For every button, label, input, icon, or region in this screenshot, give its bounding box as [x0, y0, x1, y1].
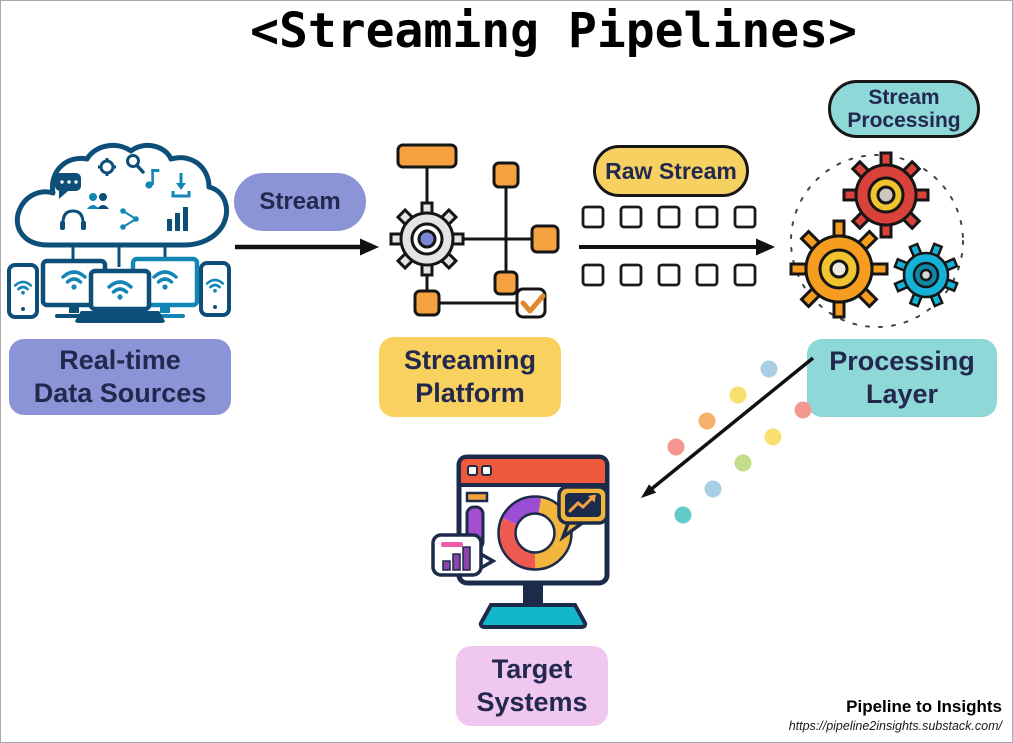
trend-bubble-icon — [557, 485, 609, 542]
raw-stream-edge-text: Raw Stream — [605, 157, 737, 184]
data-sources-line2: Data Sources — [33, 378, 207, 408]
footer-brand: Pipeline to Insights — [846, 697, 1002, 716]
data-sources-line1: Real-time — [59, 345, 181, 376]
badge-processing-layer: Processing Layer — [807, 339, 997, 417]
flow-dots-upper — [667, 360, 778, 456]
flow-arrowhead — [641, 484, 657, 498]
processing-layer-line2: Layer — [865, 379, 939, 409]
orange-gear-icon — [789, 219, 889, 319]
stream-processing-line2: Processing — [847, 109, 961, 132]
footer: Pipeline to Insights https://pipeline2in… — [789, 697, 1002, 733]
dashed-orbit — [790, 154, 964, 328]
badge-target-systems: Target Systems — [456, 646, 608, 726]
devices-row — [7, 256, 231, 323]
stream-edge-label: Stream — [234, 173, 366, 231]
bar-chart-bubble-icon — [431, 533, 497, 577]
red-gear-icon — [842, 151, 930, 239]
processing-layer-line1: Processing — [829, 346, 975, 377]
page-title: <Streaming Pipelines> — [250, 3, 857, 59]
cyan-gear-icon — [893, 242, 959, 308]
streaming-platform-line2: Platform — [415, 378, 525, 408]
monitor-stand — [523, 579, 543, 607]
cloud-inner-icons — [55, 154, 191, 231]
gear-node-icon — [389, 201, 465, 277]
badge-real-time-data-sources: Real-time Data Sources — [9, 339, 231, 415]
stream-arrow-icon — [235, 238, 379, 256]
gears-icon — [789, 151, 964, 328]
footer-url-link[interactable]: https://pipeline2insights.substack.com/ — [788, 719, 1002, 733]
donut-chart-icon — [497, 495, 573, 571]
cloud-connected-devices-icon — [7, 142, 231, 323]
dashboard-monitor-icon — [431, 454, 610, 629]
flow-nodes — [396, 143, 560, 317]
raw-stream-arrowhead — [756, 238, 775, 256]
flow-arrow-line — [647, 356, 815, 493]
menu-bar — [465, 491, 489, 503]
packet-row-top — [581, 205, 757, 229]
raw-stream-edge-label: Raw Stream — [593, 145, 749, 197]
badge-streaming-platform: Streaming Platform — [379, 337, 561, 417]
browser-bar — [457, 455, 609, 487]
flow-dots-lower — [674, 401, 812, 524]
target-systems-line1: Target — [491, 654, 573, 685]
packet-squares-icon — [579, 205, 775, 287]
cloud-device-connectors — [71, 245, 167, 267]
stream-edge-text: Stream — [259, 188, 341, 215]
dotted-flow-arrow-icon — [641, 356, 815, 524]
target-systems-line2: Systems — [476, 687, 588, 717]
flow-lines — [425, 167, 536, 305]
monitor-base — [478, 603, 588, 629]
packet-row-bottom — [581, 263, 757, 287]
stream-processing-line1: Stream — [868, 85, 940, 109]
cloud-outline — [14, 142, 229, 248]
checkbox-node-icon — [515, 287, 547, 319]
flowchart-gear-icon — [389, 143, 560, 319]
stream-processing-edge-label: Stream Processing — [828, 80, 980, 138]
streaming-platform-line1: Streaming — [403, 345, 537, 376]
